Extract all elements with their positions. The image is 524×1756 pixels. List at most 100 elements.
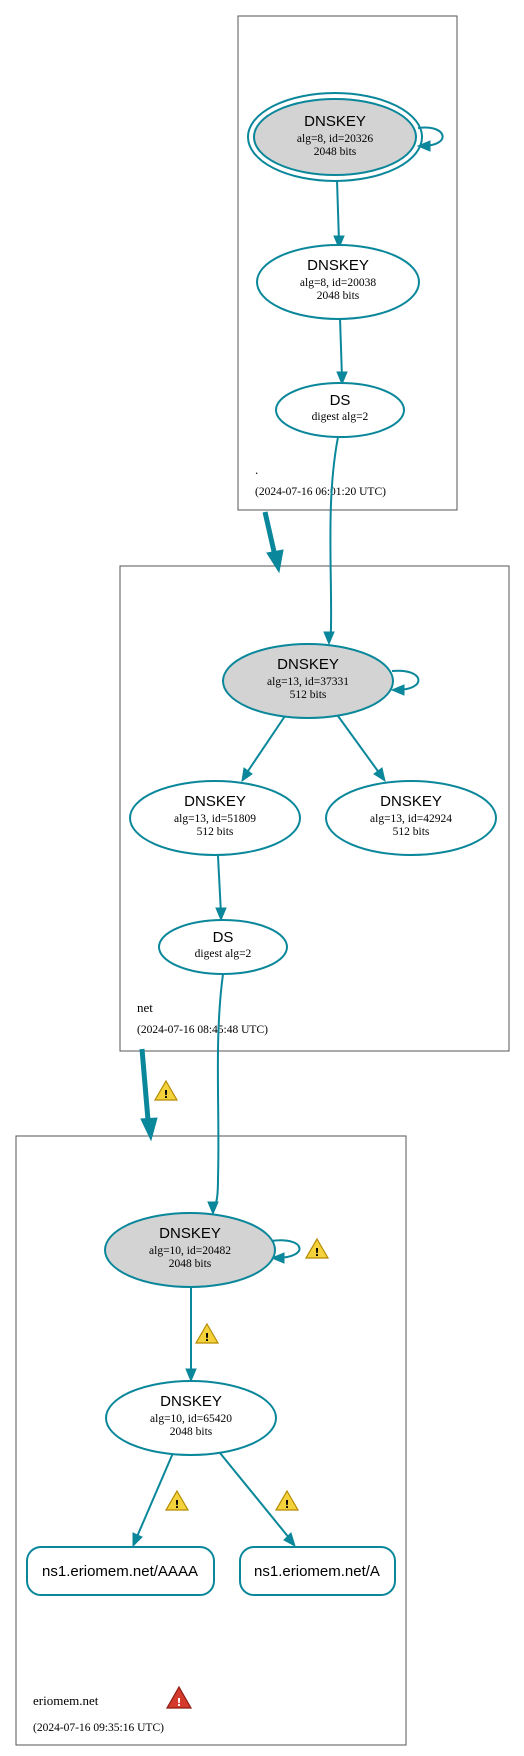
node-ellipse [105, 1380, 277, 1456]
arrowhead [185, 1368, 197, 1383]
arrowhead [323, 631, 335, 646]
zone-eriomem-timestamp: (2024-07-16 09:35:16 UTC) [33, 1722, 164, 1734]
node-line1: alg=13, id=42924 [370, 813, 452, 825]
node-line2: 2048 bits [317, 290, 360, 302]
node-rr-a: ns1.eriomem.net/A [239, 1546, 396, 1596]
edge-erio-zsk-a [219, 1452, 291, 1540]
warning-icon: ! [164, 1489, 190, 1511]
node-title: DNSKEY [159, 1225, 221, 1242]
arrowhead [333, 235, 345, 250]
node-line2: 512 bits [197, 826, 234, 838]
node-line2: 2048 bits [314, 146, 357, 158]
node-line2: 512 bits [290, 689, 327, 701]
node-line2: 2048 bits [170, 1426, 213, 1438]
zone-net-timestamp: (2024-07-16 08:45:48 UTC) [137, 1024, 268, 1036]
node-ellipse [256, 244, 420, 320]
error-icon: ! [165, 1685, 193, 1709]
node-ellipse [275, 382, 405, 438]
warning-triangle [304, 1237, 330, 1259]
node-ellipse [129, 780, 301, 856]
node-line1: alg=13, id=51809 [174, 813, 256, 825]
arrowhead [241, 767, 253, 783]
warning-glyph: ! [163, 1088, 168, 1101]
node-net-zsk2: DNSKEY alg=13, id=42924 512 bits [325, 780, 497, 856]
edge-erio-zsk-aaaa [135, 1452, 174, 1540]
node-title: DNSKEY [304, 113, 366, 130]
node-line2: 512 bits [393, 826, 430, 838]
arrowhead [416, 140, 431, 152]
node-net-zsk1: DNSKEY alg=13, id=51809 512 bits [129, 780, 301, 856]
edge-net-ksk-zsk1 [245, 715, 286, 775]
warning-triangle [164, 1489, 190, 1511]
warning-triangle [194, 1322, 220, 1344]
node-line1: alg=10, id=20482 [149, 1245, 231, 1257]
node-title: DNSKEY [307, 257, 369, 274]
node-rect [239, 1546, 396, 1596]
zone-root-name: . [255, 462, 258, 477]
warning-glyph: ! [174, 1498, 179, 1511]
warning-triangle [153, 1079, 179, 1101]
node-line1: alg=10, id=65420 [150, 1413, 232, 1425]
edge-root-zsk-ds [339, 317, 343, 379]
arrowhead [390, 684, 405, 696]
node-net-ds: DS digest alg=2 [158, 919, 288, 975]
node-title: DS [330, 392, 351, 409]
node-root-zsk: DNSKEY alg=8, id=20038 2048 bits [256, 244, 420, 320]
edge-net-ds-erio-ksk [213, 973, 224, 1209]
arrowhead [140, 1117, 158, 1142]
edge-delegation-root-net [262, 511, 278, 557]
node-line1: digest alg=2 [195, 948, 252, 960]
node-erio-zsk: DNSKEY alg=10, id=65420 2048 bits [105, 1380, 277, 1456]
edge-net-ksk-zsk2 [337, 715, 381, 775]
warning-glyph: ! [204, 1331, 209, 1344]
warning-icon: ! [274, 1489, 300, 1511]
node-title: ns1.eriomem.net/AAAA [42, 1563, 198, 1580]
node-rr-aaaa: ns1.eriomem.net/AAAA [26, 1546, 215, 1596]
node-ellipse [253, 98, 417, 176]
edge-delegation-net-eriomem [139, 1048, 151, 1121]
arrowhead [283, 1532, 296, 1548]
zone-net-name: net [137, 1000, 153, 1015]
node-erio-ksk: DNSKEY alg=10, id=20482 2048 bits [104, 1212, 276, 1288]
warning-icon: ! [153, 1079, 179, 1101]
error-glyph: ! [176, 1696, 181, 1709]
warning-icon: ! [194, 1322, 220, 1344]
edge-net-zsk1-ds [217, 855, 222, 915]
warning-triangle [274, 1489, 300, 1511]
node-line1: digest alg=2 [312, 411, 369, 423]
arrowhead [266, 549, 284, 574]
warning-glyph: ! [314, 1246, 319, 1259]
node-title: DNSKEY [160, 1393, 222, 1410]
zone-eriomem-name: eriomem.net [33, 1693, 99, 1708]
node-title: DNSKEY [277, 656, 339, 673]
node-ellipse [104, 1212, 276, 1288]
warning-icon: ! [304, 1237, 330, 1259]
arrowhead [373, 767, 386, 783]
node-ellipse [158, 919, 288, 975]
node-rect [26, 1546, 215, 1596]
arrowhead [215, 907, 227, 922]
arrowhead [207, 1201, 219, 1216]
node-root-ksk: DNSKEY alg=8, id=20326 2048 bits [247, 92, 423, 182]
arrowhead [132, 1532, 143, 1548]
node-title: DNSKEY [184, 793, 246, 810]
node-ellipse [222, 643, 394, 719]
arrowhead [336, 371, 348, 386]
warning-glyph: ! [284, 1498, 289, 1511]
node-line1: alg=13, id=37331 [267, 676, 349, 688]
node-outer-ring [247, 92, 423, 182]
node-line2: 2048 bits [169, 1258, 212, 1270]
zone-root-timestamp: (2024-07-16 06:01:20 UTC) [255, 486, 386, 498]
node-title: DNSKEY [380, 793, 442, 810]
edge-erio-ksk-self [270, 1239, 301, 1259]
node-title: ns1.eriomem.net/A [254, 1563, 380, 1580]
node-line1: alg=8, id=20038 [300, 277, 376, 289]
node-title: DS [213, 929, 234, 946]
node-net-ksk: DNSKEY alg=13, id=37331 512 bits [222, 643, 394, 719]
node-root-ds: DS digest alg=2 [275, 382, 405, 438]
node-ellipse [325, 780, 497, 856]
edge-root-ksk-zsk [336, 179, 340, 243]
arrowhead [270, 1252, 285, 1264]
node-line1: alg=8, id=20326 [297, 133, 373, 145]
